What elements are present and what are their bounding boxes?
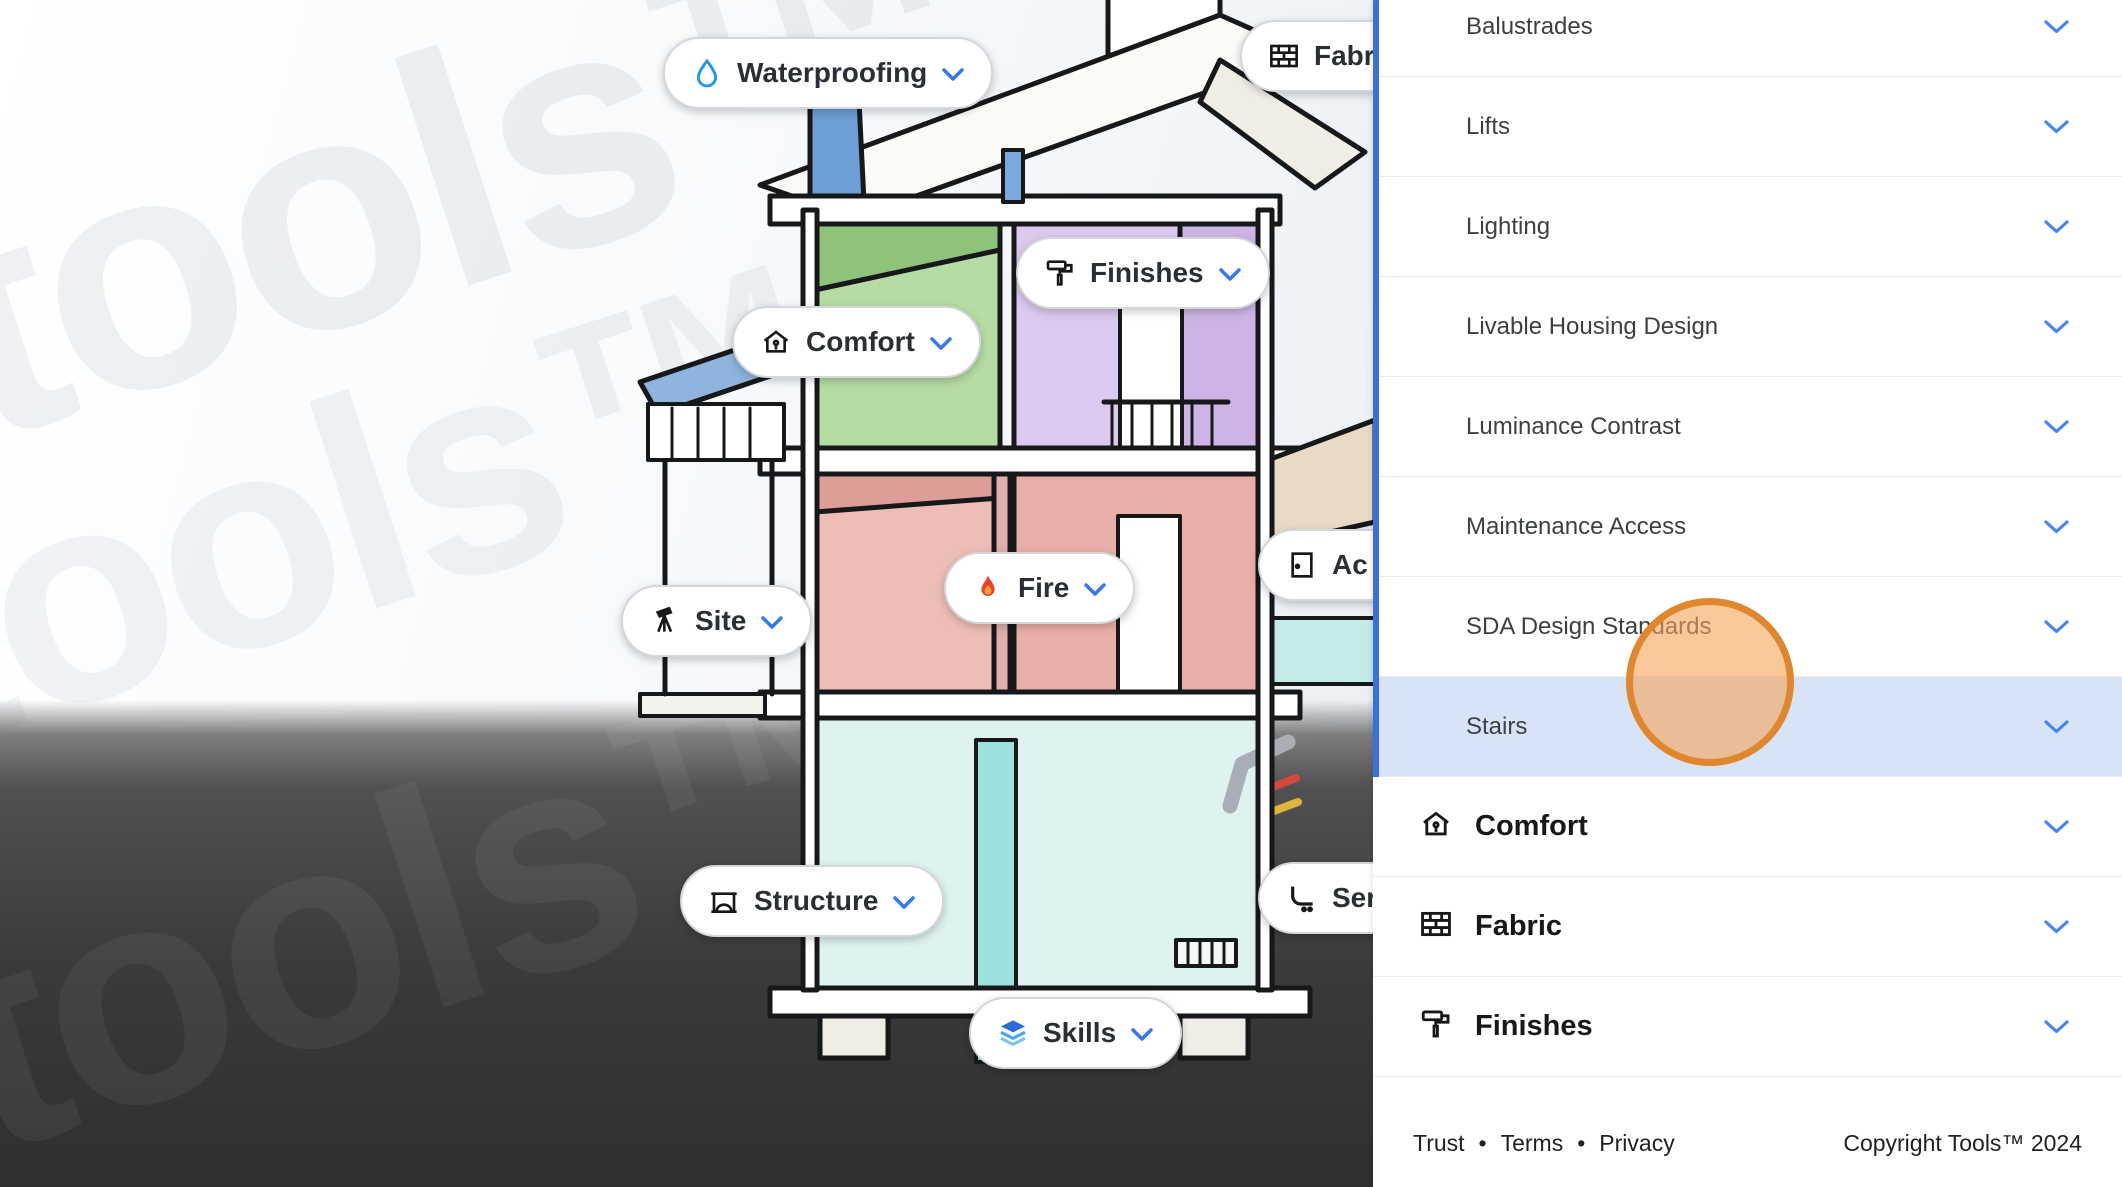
door-icon [1286,549,1318,581]
chevron-down-icon [1218,267,1242,282]
pill-label: Waterproofing [737,57,928,88]
footer-links: Trust • Terms • Privacy [1413,1130,1675,1157]
footer-link-terms[interactable]: Terms [1500,1130,1564,1156]
pill-label: Ser [1332,882,1378,913]
chevron-down-icon[interactable] [2043,818,2070,835]
house-cutaway-illustration [637,0,1378,1064]
chevron-down-icon [1083,582,1107,597]
paint-roller-icon [1419,1007,1453,1046]
chevron-down-icon [1130,1027,1154,1042]
pill-label: Fire [1018,572,1070,603]
sub-item-list: Balustrades Lifts Lighting Livable Housi… [1373,0,2122,777]
list-item-label: Livable Housing Design [1466,312,1719,340]
list-item-label: Lighting [1466,212,1551,240]
pill-label: Skills [1043,1017,1117,1048]
list-item-balustrades[interactable]: Balustrades [1373,0,2122,77]
pill-label: Fabr [1314,40,1375,71]
section-finishes[interactable]: Finishes [1373,977,2122,1077]
navigation-panel: Balustrades Lifts Lighting Livable Housi… [1373,0,2122,1187]
list-item-label: Stairs [1466,712,1528,740]
pill-comfort[interactable]: Comfort [732,306,981,378]
section-comfort[interactable]: Comfort [1373,777,2122,877]
list-item-lifts[interactable]: Lifts [1373,77,2122,177]
chevron-down-icon [892,895,916,910]
section-label: Finishes [1475,1010,1593,1042]
list-item-label: SDA Design Standards [1466,612,1712,640]
brick-icon [1268,40,1300,72]
chevron-down-icon[interactable] [2043,318,2070,335]
chevron-down-icon[interactable] [2043,218,2070,235]
pill-label: Comfort [806,326,915,357]
footer-separator: • [1577,1130,1586,1156]
footer-separator: • [1478,1130,1487,1156]
chevron-down-icon [760,615,784,630]
list-item-label: Maintenance Access [1466,512,1687,540]
chevron-down-icon[interactable] [2043,618,2070,635]
section-label: Comfort [1475,810,1588,842]
list-item-label: Luminance Contrast [1466,412,1681,440]
brick-icon [1419,907,1453,946]
chevron-down-icon [929,336,953,351]
copyright-text: Copyright Tools™ 2024 [1843,1130,2082,1156]
footer-link-trust[interactable]: Trust [1413,1130,1465,1156]
pill-skills[interactable]: Skills [969,997,1183,1069]
list-item-luminance-contrast[interactable]: Luminance Contrast [1373,377,2122,477]
list-item-maintenance-access[interactable]: Maintenance Access [1373,477,2122,577]
list-item-sda-design-standards[interactable]: SDA Design Standards [1373,577,2122,677]
pill-label: Site [695,605,747,636]
section-label: Fabric [1475,910,1563,942]
pipe-icon [1286,882,1318,914]
chevron-down-icon[interactable] [2043,18,2070,35]
section-fabric[interactable]: Fabric [1373,877,2122,977]
house-icon [760,326,792,358]
chevron-down-icon[interactable] [2043,418,2070,435]
paint-roller-icon [1044,257,1076,289]
chevron-down-icon[interactable] [2043,918,2070,935]
list-item-livable-housing-design[interactable]: Livable Housing Design [1373,277,2122,377]
section-list: Comfort Fabric Finishes [1373,777,2122,1077]
survey-icon [649,605,681,637]
pill-waterproofing[interactable]: Waterproofing [663,37,994,109]
house-icon [1419,807,1453,846]
chevron-down-icon [941,67,965,82]
droplet-icon [691,57,723,89]
flame-icon [972,572,1004,604]
list-item-label: Lifts [1466,112,1511,140]
chevron-down-icon[interactable] [2043,118,2070,135]
layers-icon [997,1017,1029,1049]
list-item-stairs[interactable]: Stairs [1373,677,2122,777]
pill-finishes[interactable]: Finishes [1016,237,1270,309]
chevron-down-icon[interactable] [2043,518,2070,535]
chevron-down-icon[interactable] [2043,1018,2070,1035]
pill-site[interactable]: Site [621,585,813,657]
pill-label: Finishes [1090,257,1204,288]
panel-accent-bar [1373,0,1379,777]
panel-footer: Trust • Terms • Privacy Copyright Tools™… [1373,1130,2122,1157]
arch-icon [708,885,740,917]
pill-structure[interactable]: Structure [680,865,945,937]
pill-fire[interactable]: Fire [944,552,1136,624]
footer-link-privacy[interactable]: Privacy [1599,1130,1675,1156]
chevron-down-icon[interactable] [2043,718,2070,735]
list-item-label: Balustrades [1466,12,1593,40]
list-item-lighting[interactable]: Lighting [1373,177,2122,277]
pill-label: Ac [1332,549,1368,580]
pill-label: Structure [754,885,879,916]
